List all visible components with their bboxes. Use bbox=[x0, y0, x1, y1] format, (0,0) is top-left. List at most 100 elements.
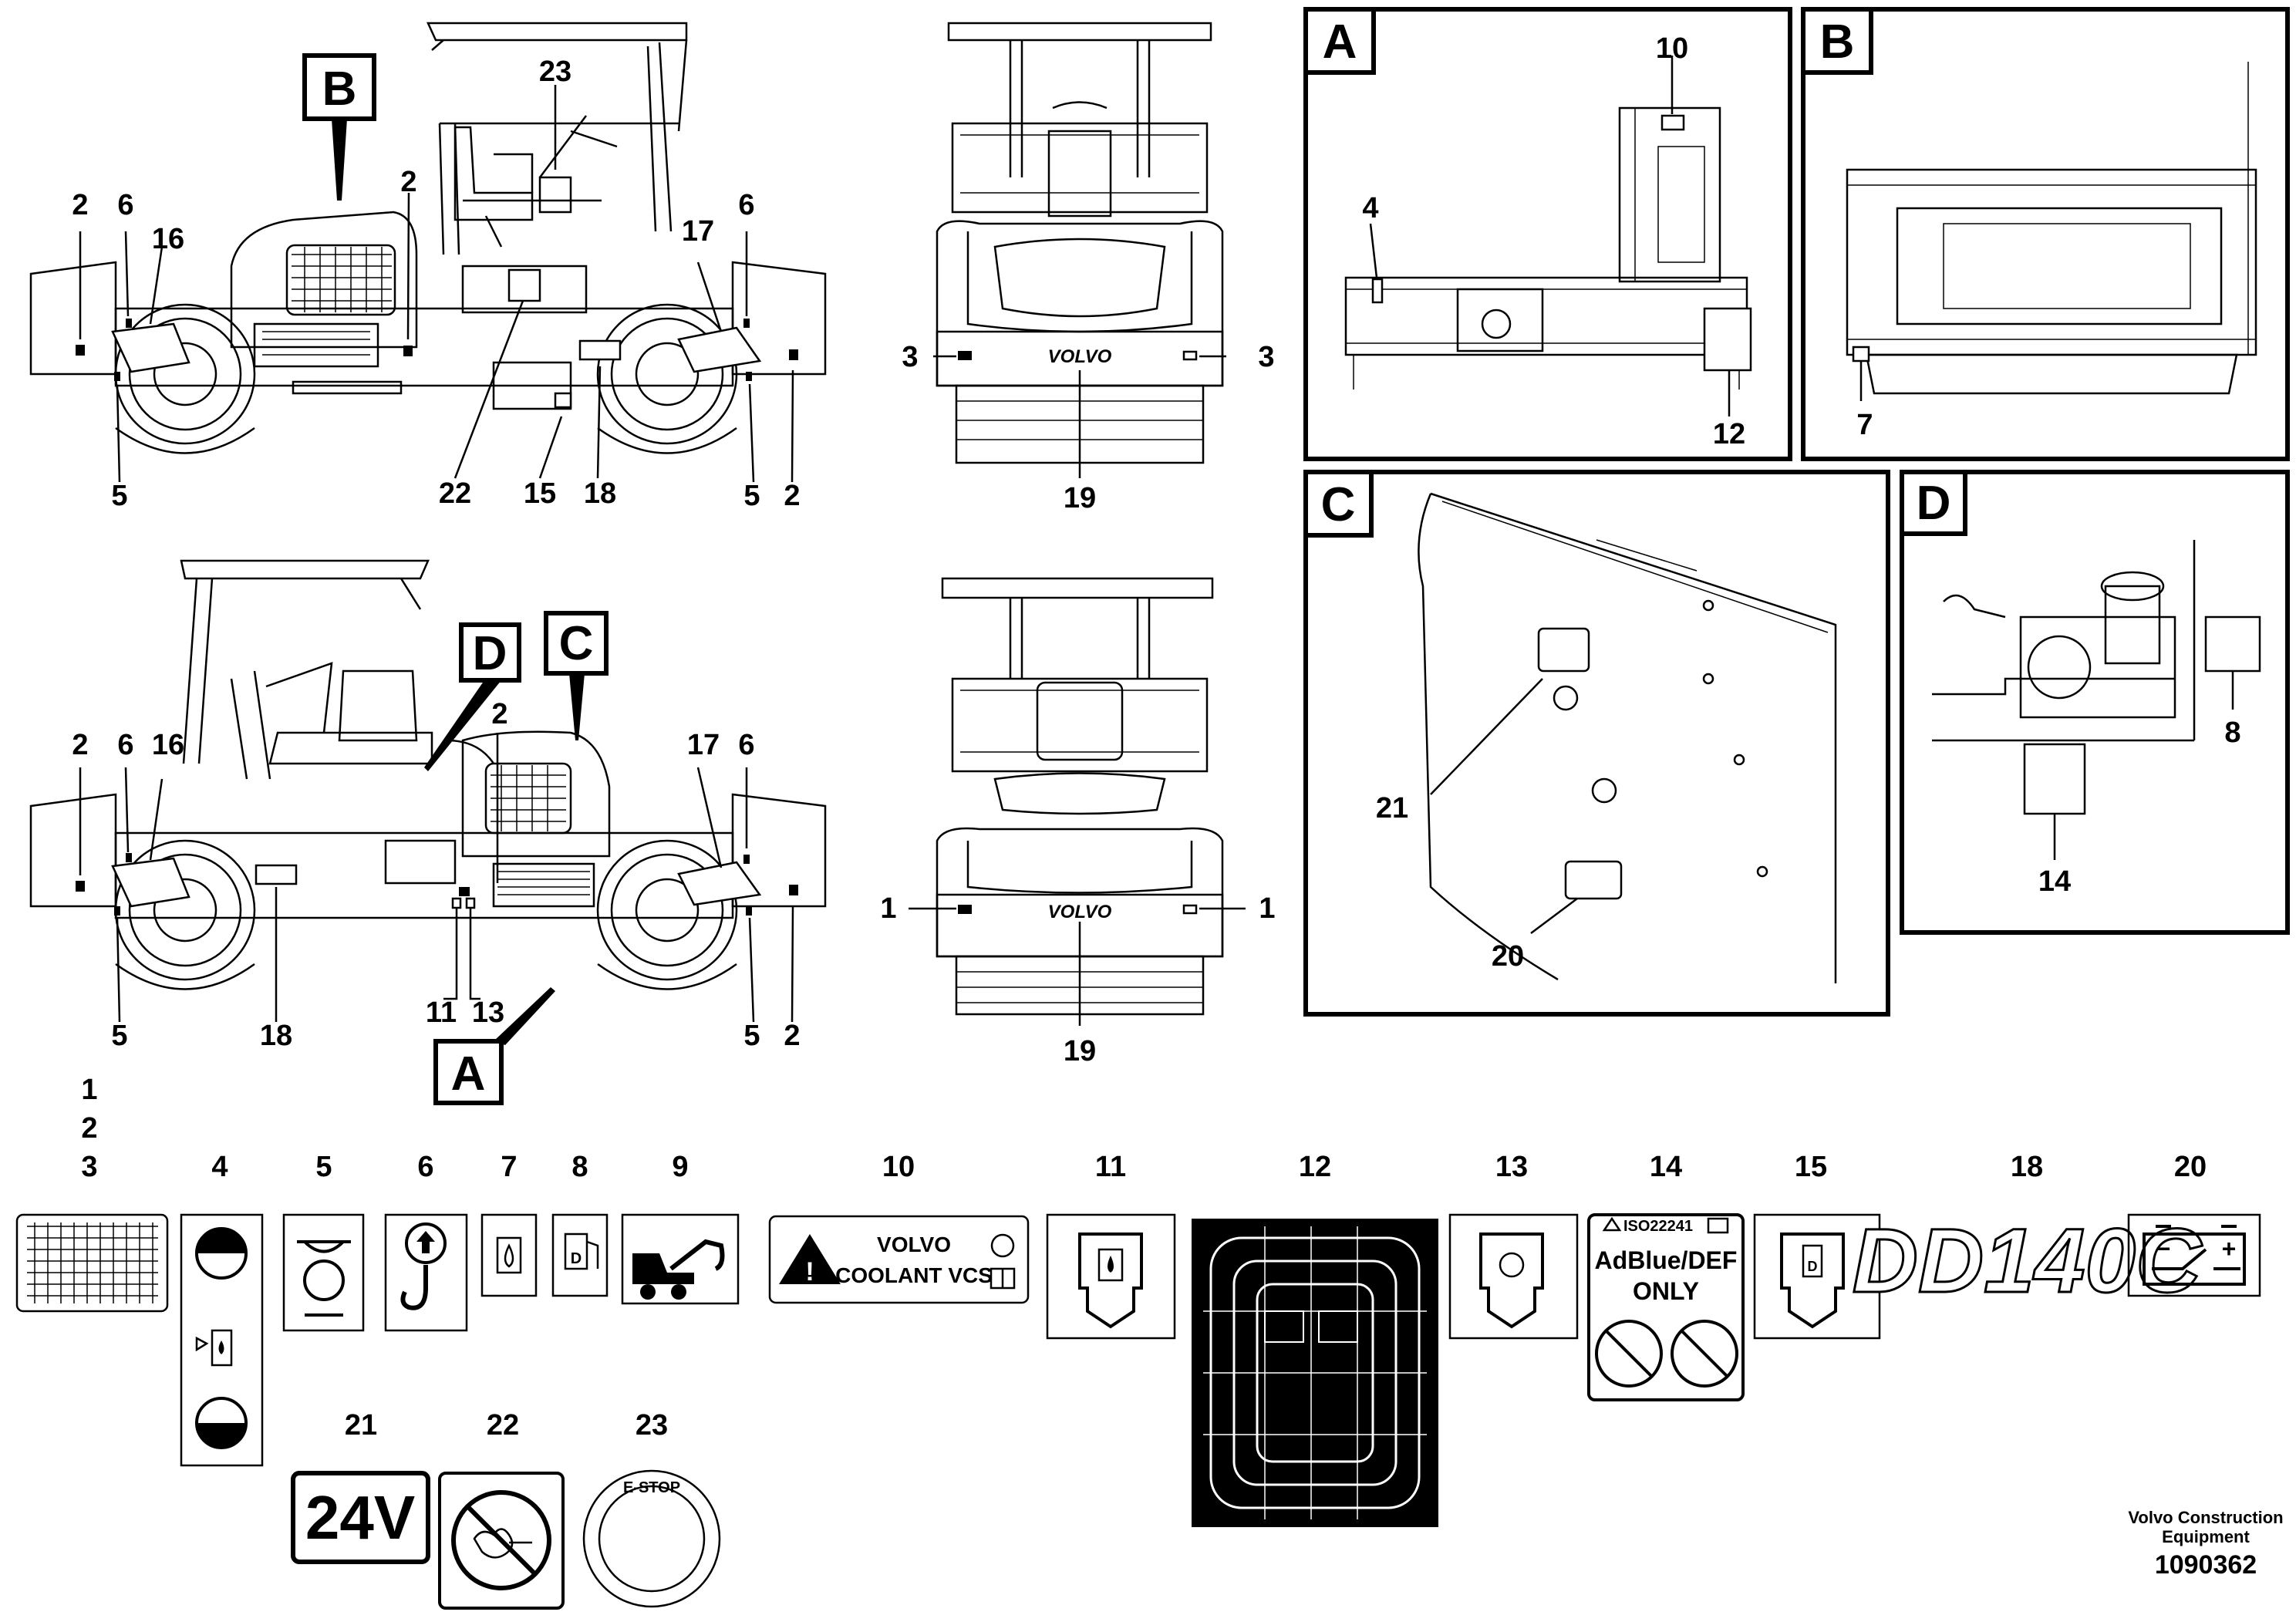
decal-number-14: 14 bbox=[1650, 1151, 1682, 1183]
callout-13: 13 bbox=[472, 996, 504, 1029]
callout-6: 6 bbox=[117, 729, 133, 761]
decal-number-20: 20 bbox=[2174, 1151, 2207, 1183]
front-view-rear: VOLVO 3 3 19 bbox=[902, 22, 1275, 514]
decal-number-13: 13 bbox=[1495, 1151, 1528, 1183]
callout-6: 6 bbox=[738, 729, 754, 761]
reflector-decal bbox=[15, 1213, 169, 1313]
detail-c-letter: C bbox=[1321, 478, 1356, 531]
decal-number-9: 9 bbox=[672, 1151, 688, 1183]
callout-8: 8 bbox=[2224, 717, 2240, 749]
callout-20: 20 bbox=[1492, 940, 1524, 973]
volvo-logo: VOLVO bbox=[1048, 346, 1112, 367]
callout-21: 21 bbox=[1376, 792, 1408, 824]
callout-11: 11 bbox=[426, 996, 457, 1029]
decal-number-21: 21 bbox=[345, 1409, 377, 1442]
engine-oil-fill-decal bbox=[1448, 1213, 1579, 1340]
callout-5: 5 bbox=[743, 480, 760, 512]
callout-2: 2 bbox=[72, 729, 88, 761]
letter-b-callout: B bbox=[322, 62, 357, 116]
callout-2: 2 bbox=[72, 189, 88, 221]
callout-2: 2 bbox=[400, 166, 416, 198]
callout-19: 19 bbox=[1064, 482, 1096, 514]
detail-a-letter: A bbox=[1323, 15, 1357, 69]
decal-number-3: 3 bbox=[81, 1151, 97, 1183]
decal-number-5: 5 bbox=[315, 1151, 332, 1183]
fuel-fill-decal bbox=[1753, 1213, 1881, 1340]
decal-number-23: 23 bbox=[636, 1409, 668, 1442]
adblue-decal bbox=[1587, 1213, 1745, 1401]
adblue-iso: ISO22241 bbox=[1623, 1218, 1693, 1235]
detail-b-panel: B 7 bbox=[1801, 7, 2290, 461]
footer-company-2: Equipment bbox=[2162, 1527, 2250, 1546]
voltage-text: 24V bbox=[305, 1483, 415, 1552]
callout-3: 3 bbox=[902, 341, 918, 373]
decal-number-15: 15 bbox=[1795, 1151, 1827, 1183]
front-view-front: VOLVO 1 1 19 bbox=[880, 577, 1276, 1067]
letter-a-callout: A bbox=[451, 1047, 486, 1101]
side-view-left: D C A 2 6 16 2 17 6 5 18 11 13 5 2 bbox=[29, 559, 827, 1105]
detail-d-letter: D bbox=[1917, 477, 1951, 530]
decal-number-2: 2 bbox=[81, 1112, 97, 1145]
callout-5: 5 bbox=[111, 480, 127, 512]
hydraulic-fill-decal bbox=[1046, 1213, 1176, 1340]
decal-number-4: 4 bbox=[211, 1151, 228, 1183]
callout-5: 5 bbox=[111, 1020, 127, 1052]
hydraulic-oil-decal bbox=[480, 1213, 538, 1297]
towing-decal bbox=[621, 1213, 740, 1305]
callout-10: 10 bbox=[1656, 32, 1688, 65]
estop-text: E-STOP bbox=[623, 1479, 680, 1496]
footer-code: 1090362 bbox=[2155, 1550, 2257, 1580]
detail-b-letter: B bbox=[1820, 15, 1855, 69]
callout-22: 22 bbox=[439, 477, 471, 510]
no-spray-decal bbox=[438, 1472, 565, 1610]
decal-number-22: 22 bbox=[487, 1409, 519, 1442]
callout-2: 2 bbox=[784, 480, 800, 512]
detail-d-panel: D 8 14 bbox=[1900, 470, 2290, 935]
svg-text:−: − bbox=[2156, 1235, 2171, 1263]
callout-6: 6 bbox=[117, 189, 133, 221]
callout-16: 16 bbox=[152, 729, 184, 761]
estop-decal bbox=[582, 1469, 721, 1608]
adblue-line-2: ONLY bbox=[1633, 1277, 1699, 1305]
lubrication-chart-pattern bbox=[1203, 1226, 1427, 1519]
callout-5: 5 bbox=[743, 1020, 760, 1052]
tie-down-decal bbox=[282, 1213, 365, 1332]
svg-text:!: ! bbox=[805, 1257, 814, 1286]
callout-12: 12 bbox=[1713, 418, 1745, 450]
letter-c-callout: C bbox=[559, 617, 594, 670]
callout-19: 19 bbox=[1064, 1035, 1096, 1067]
footer-company: Volvo Construction bbox=[2128, 1508, 2283, 1527]
callout-1: 1 bbox=[880, 892, 896, 925]
level-decal bbox=[180, 1213, 264, 1467]
footer-credit: Volvo Construction Equipment 1090362 bbox=[2128, 1508, 2283, 1580]
decal-number-18: 18 bbox=[2011, 1151, 2043, 1183]
callout-14: 14 bbox=[2038, 865, 2071, 898]
decal-number-7: 7 bbox=[501, 1151, 517, 1183]
callout-23: 23 bbox=[539, 56, 571, 88]
callout-17: 17 bbox=[687, 729, 720, 761]
callout-18: 18 bbox=[260, 1020, 292, 1052]
voltage-decal bbox=[291, 1471, 430, 1564]
coolant-decal bbox=[768, 1215, 1030, 1304]
callout-7: 7 bbox=[1856, 409, 1873, 441]
lifting-point-decal bbox=[384, 1213, 468, 1332]
decal-number-11: 11 bbox=[1095, 1151, 1126, 1183]
side-view-right: B 23 2 6 16 2 17 6 5 22 15 18 5 2 bbox=[29, 22, 827, 512]
coolant-decal-text: COOLANT VCS bbox=[835, 1263, 993, 1287]
callout-17: 17 bbox=[682, 215, 714, 248]
callout-4: 4 bbox=[1362, 192, 1378, 224]
detail-c-panel: C 21 20 bbox=[1303, 470, 1890, 1017]
hood-grille bbox=[491, 765, 566, 831]
diesel-decal bbox=[551, 1213, 609, 1297]
letter-d-callout: D bbox=[473, 627, 507, 680]
decal-legend: 1 2 3 4 5 6 7 8 bbox=[15, 1074, 2261, 1610]
decal-number-6: 6 bbox=[417, 1151, 433, 1183]
callout-2: 2 bbox=[491, 698, 507, 730]
svg-text:D: D bbox=[571, 1250, 582, 1267]
adblue-line-1: AdBlue/DEF bbox=[1595, 1246, 1738, 1274]
callout-2: 2 bbox=[784, 1020, 800, 1052]
volvo-logo: VOLVO bbox=[1048, 902, 1112, 922]
hood-grille bbox=[292, 247, 392, 312]
coolant-decal-brand: VOLVO bbox=[877, 1233, 951, 1256]
